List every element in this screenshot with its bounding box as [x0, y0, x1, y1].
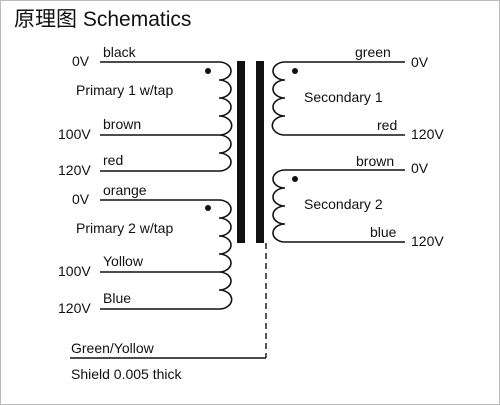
primary-1-color-black: black: [103, 44, 137, 60]
secondary-1-polarity-dot: [292, 68, 298, 74]
primary-2-voltage-120v: 120V: [58, 300, 91, 316]
primary-2-color-orange: orange: [103, 182, 147, 198]
primary-2-polarity-dot: [205, 205, 211, 211]
secondary-2-voltage-0v: 0V: [411, 160, 429, 176]
primary-1-voltage-100v: 100V: [58, 126, 91, 142]
primary-1-name: Primary 1 w/tap: [76, 82, 173, 98]
primary-2-winding: [100, 199, 233, 310]
core-bar-right: [256, 61, 264, 243]
secondary-2-polarity-dot: [292, 176, 298, 182]
primary-1-voltage-120v: 120V: [58, 162, 91, 178]
secondary-1-voltage-120v: 120V: [411, 126, 444, 142]
shield-wire-color: Green/Yollow: [71, 340, 155, 356]
secondary-1-color-red: red: [377, 117, 397, 133]
primary-2-voltage-100v: 100V: [58, 263, 91, 279]
secondary-1-name: Secondary 1: [304, 89, 383, 105]
secondary-2-color-blue: blue: [370, 224, 397, 240]
diagram-title: 原理图 Schematics: [14, 8, 191, 31]
secondary-2-color-brown: brown: [356, 153, 394, 169]
secondary-1-voltage-0v: 0V: [411, 54, 429, 70]
secondary-2-name: Secondary 2: [304, 196, 383, 212]
primary-2-name: Primary 2 w/tap: [76, 220, 173, 236]
secondary-1-winding: [271, 61, 405, 136]
primary-2-voltage-0v: 0V: [72, 191, 90, 207]
secondary-2-voltage-120v: 120V: [411, 233, 444, 249]
primary-1-winding: [100, 61, 233, 172]
primary-1-polarity-dot: [205, 68, 211, 74]
primary-2-coil: [218, 199, 233, 310]
secondary-1-color-green: green: [355, 44, 391, 60]
secondary-2-winding: [272, 169, 405, 243]
primary-1-color-brown: brown: [103, 116, 141, 132]
primary-1-color-red: red: [103, 152, 123, 168]
shield-description: Shield 0.005 thick: [71, 366, 183, 382]
primary-2-color-blue: Blue: [103, 290, 131, 306]
primary-1-coil: [218, 61, 233, 172]
core-bar-left: [237, 61, 245, 243]
primary-2-color-yollow: Yollow: [103, 253, 144, 269]
primary-1-voltage-0v: 0V: [72, 53, 90, 69]
secondary-1-coil: [271, 61, 286, 136]
secondary-2-coil: [272, 169, 286, 243]
